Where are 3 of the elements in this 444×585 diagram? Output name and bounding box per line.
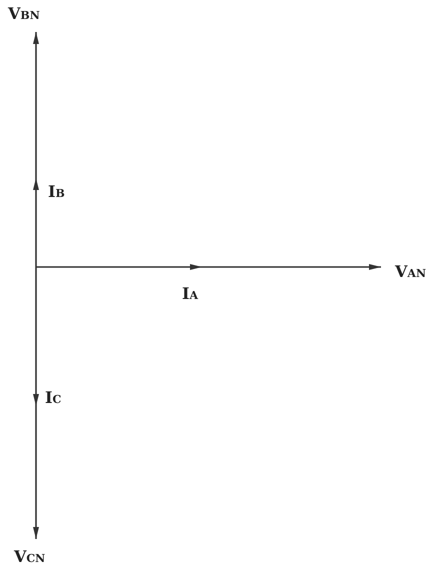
phasor-arrow: [33, 32, 39, 267]
phasor-arrow: [33, 267, 39, 539]
phasor-arrow: [36, 264, 381, 270]
